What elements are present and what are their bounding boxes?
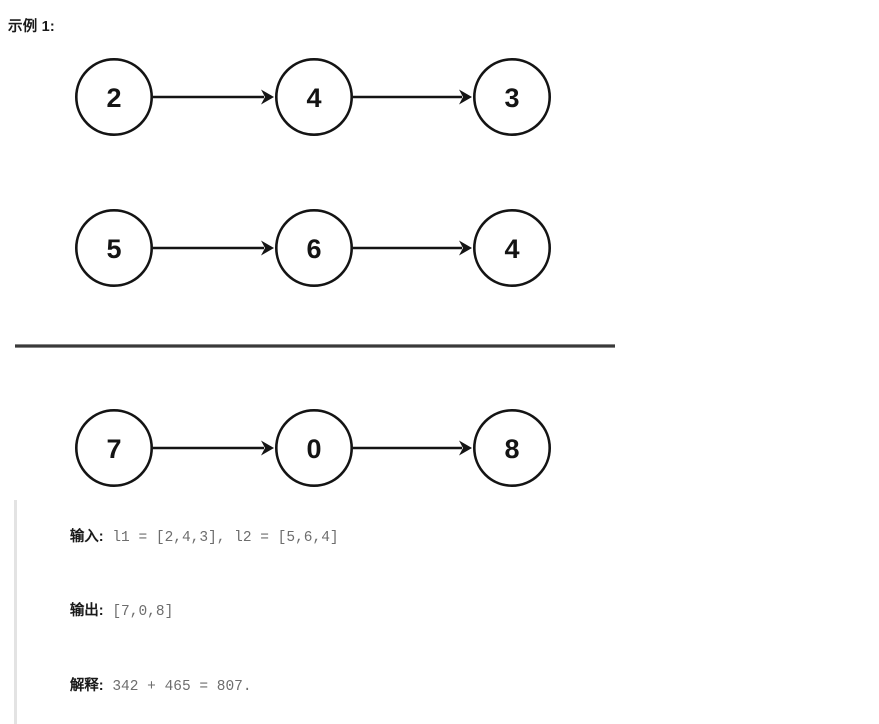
list-node: 2 bbox=[75, 57, 154, 137]
node-value-label: 2 bbox=[106, 83, 121, 113]
io-value-output: [7,0,8] bbox=[103, 604, 174, 620]
list-node: 8 bbox=[472, 408, 551, 487]
list-node: 3 bbox=[472, 57, 551, 137]
node-value-label: 8 bbox=[504, 434, 519, 464]
example-io-block: 输入: l1 = [2,4,3], l2 = [5,6,4] 输出: [7,0,… bbox=[14, 500, 339, 724]
arrowhead-icon bbox=[459, 240, 472, 256]
node-value-label: 3 bbox=[504, 83, 519, 113]
list-node: 7 bbox=[75, 408, 154, 487]
list-l1: 2 4 3 bbox=[75, 57, 551, 137]
arrowhead-icon bbox=[261, 89, 274, 105]
arrowhead-icon bbox=[261, 440, 274, 456]
arrowhead-icon bbox=[261, 240, 274, 256]
node-value-label: 4 bbox=[504, 234, 519, 264]
list-result: 7 0 8 bbox=[75, 408, 551, 487]
linked-list-diagram: 2 4 3 5 6 4 7 0 8 bbox=[0, 40, 879, 500]
node-circle bbox=[75, 408, 154, 487]
io-label-explanation: 解释: bbox=[69, 677, 104, 694]
list-node: 4 bbox=[472, 209, 551, 288]
list-l2: 5 6 4 bbox=[75, 209, 551, 288]
node-circle bbox=[274, 209, 353, 288]
io-label-output: 输出: bbox=[69, 603, 104, 619]
arrowhead-icon bbox=[459, 440, 472, 456]
node-value-label: 0 bbox=[306, 434, 321, 464]
io-line: 输出: [7,0,8] bbox=[35, 575, 339, 650]
node-circle bbox=[472, 408, 551, 487]
node-value-label: 7 bbox=[106, 434, 121, 464]
linked-list-rows: 2 4 3 5 6 4 7 0 8 bbox=[75, 57, 551, 487]
list-node: 0 bbox=[274, 408, 353, 487]
list-node: 6 bbox=[274, 209, 353, 288]
io-label-input: 输入: bbox=[69, 528, 104, 545]
io-line: 解释: 342 + 465 = 807. bbox=[35, 649, 339, 724]
node-circle bbox=[472, 209, 551, 288]
node-circle bbox=[274, 408, 353, 487]
io-value-input: l1 = [2,4,3], l2 = [5,6,4] bbox=[103, 529, 339, 546]
io-line: 输入: l1 = [2,4,3], l2 = [5,6,4] bbox=[35, 500, 339, 575]
io-value-explanation: 342 + 465 = 807. bbox=[103, 678, 252, 695]
node-value-label: 4 bbox=[306, 83, 321, 113]
list-node: 5 bbox=[75, 209, 154, 288]
list-node: 4 bbox=[274, 57, 353, 137]
arrowhead-icon bbox=[459, 89, 472, 105]
node-circle bbox=[75, 209, 154, 288]
page-title: 示例 1: bbox=[8, 19, 55, 35]
node-circle bbox=[472, 57, 551, 137]
node-circle bbox=[274, 57, 353, 137]
linked-list-svg: 2 4 3 5 6 4 7 0 8 bbox=[15, 57, 615, 487]
node-value-label: 5 bbox=[106, 234, 121, 264]
node-value-label: 6 bbox=[306, 234, 321, 264]
node-circle bbox=[75, 57, 154, 137]
